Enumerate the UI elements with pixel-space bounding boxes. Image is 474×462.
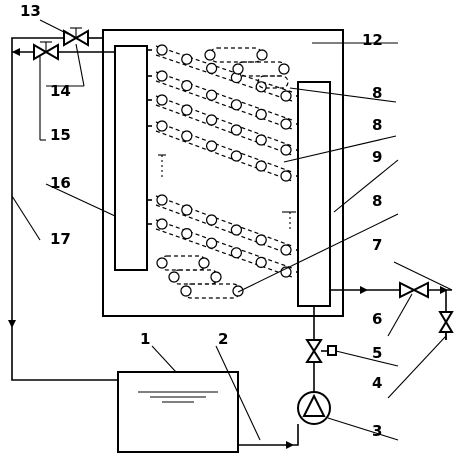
tube-circle xyxy=(156,70,168,82)
tube-circle xyxy=(230,124,242,136)
valve-6 xyxy=(399,281,429,299)
tube-circle xyxy=(255,160,267,172)
leader-lines xyxy=(11,19,453,441)
label-8-top: 8 xyxy=(372,84,382,102)
label-13: 13 xyxy=(20,2,41,20)
tube-circle xyxy=(280,118,292,130)
tube-circle xyxy=(280,244,292,256)
pump-3 xyxy=(297,391,331,425)
tube-circle xyxy=(156,120,168,132)
label-15: 15 xyxy=(50,126,71,144)
label-6: 6 xyxy=(372,310,382,328)
upper-serpentine xyxy=(204,47,290,89)
tube-circle xyxy=(280,170,292,182)
tube-circle xyxy=(206,89,218,101)
tube-circle xyxy=(206,114,218,126)
label-4: 4 xyxy=(372,374,382,392)
label-8-middle: 8 xyxy=(372,116,382,134)
tube-bundle xyxy=(147,44,298,278)
label-1: 1 xyxy=(140,330,150,348)
tube-circle xyxy=(181,130,193,142)
tube-circle xyxy=(181,104,193,116)
label-12: 12 xyxy=(362,31,383,49)
tube-circle xyxy=(255,256,267,268)
tank-to-pump-pipe xyxy=(238,424,299,449)
label-16: 16 xyxy=(50,174,71,192)
tube-circle xyxy=(230,247,242,259)
tube-circle xyxy=(156,218,168,230)
outlet-piping xyxy=(330,286,452,340)
label-9: 9 xyxy=(372,148,382,166)
tube-circle xyxy=(181,79,193,92)
label-8-bottom: 8 xyxy=(372,192,382,210)
tube-circle xyxy=(181,53,193,65)
tube-circle xyxy=(280,144,292,156)
lower-serpentine xyxy=(156,255,244,299)
tube-circle xyxy=(255,108,267,121)
tube-circle xyxy=(206,140,218,152)
valve-5 xyxy=(305,339,337,363)
tube-circle xyxy=(230,99,242,111)
valve-4 xyxy=(438,311,454,333)
left-header xyxy=(114,45,148,271)
valve-13 xyxy=(63,27,89,47)
tube-circle xyxy=(206,62,218,75)
ellipsis-right xyxy=(282,211,296,232)
label-3: 3 xyxy=(372,422,382,440)
tube-circle xyxy=(206,237,218,249)
tube-circle xyxy=(280,90,292,102)
tank-1 xyxy=(117,371,239,453)
tube-circle xyxy=(156,44,168,56)
tube-circle xyxy=(181,228,193,240)
tube-circle xyxy=(255,234,267,246)
right-header xyxy=(297,81,331,307)
label-7: 7 xyxy=(372,236,382,254)
top-piping xyxy=(12,37,115,56)
tube-circle xyxy=(206,214,218,226)
tube-circle xyxy=(230,150,242,162)
tube-circle xyxy=(156,94,168,106)
label-2: 2 xyxy=(218,330,228,348)
ellipsis-left xyxy=(158,154,166,180)
tube-circle xyxy=(181,204,193,216)
valve-15 xyxy=(33,41,59,61)
label-5: 5 xyxy=(372,344,382,362)
tube-circle xyxy=(230,224,242,236)
tube-circle xyxy=(156,194,168,206)
label-17: 17 xyxy=(50,230,71,248)
tube-circle xyxy=(255,134,267,146)
return-pipe xyxy=(8,37,118,381)
label-14: 14 xyxy=(50,82,71,100)
